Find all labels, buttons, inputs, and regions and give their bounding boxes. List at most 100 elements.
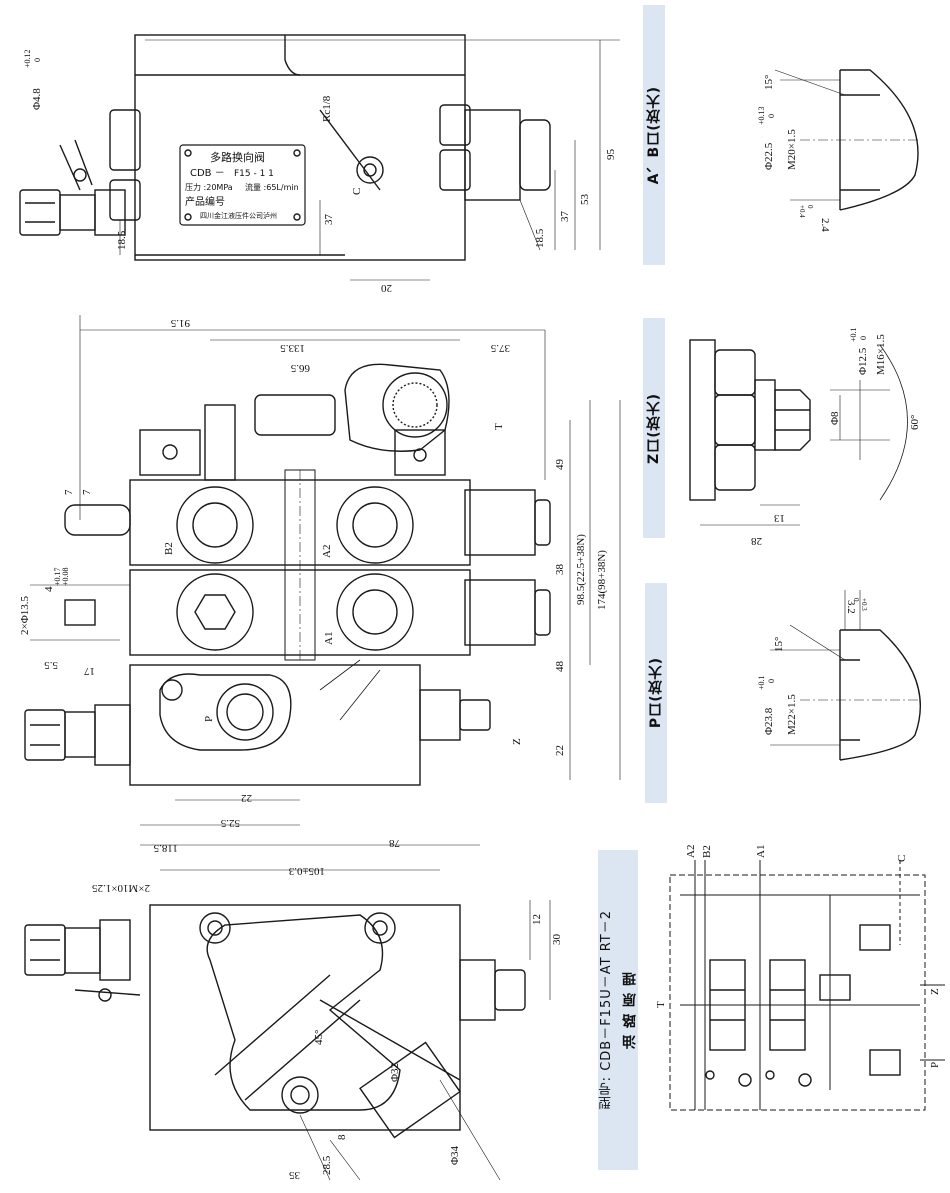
outlet-t-boss <box>344 363 450 452</box>
label-p-port: P口(放大) <box>648 657 664 729</box>
pilot-valve <box>859 924 891 951</box>
nameplate-maker: 四川金江液压件公司泸州 <box>200 211 277 220</box>
fitting-left-top <box>19 189 61 236</box>
label-c-port: C <box>351 188 363 195</box>
dim-1185: 118.5 <box>153 842 178 854</box>
label-rc18: Rc1/8 <box>321 95 333 122</box>
hyd-port-z: Z <box>929 988 941 995</box>
dim-phi32: Φ32 <box>389 1063 401 1082</box>
dim-35: 35 <box>289 1169 301 1181</box>
dim-185a: 18.5 <box>534 228 546 248</box>
dim-7a: 7 <box>63 489 75 495</box>
label-ab-port: A、B口(放大) <box>646 85 662 185</box>
z-thread: M16×1.5 <box>875 334 887 375</box>
dim-95: 95 <box>605 149 617 161</box>
ab-thread: M20×1.5 <box>786 129 798 170</box>
band-p-port: P口(放大) <box>645 583 667 803</box>
relief-valve <box>819 974 851 1001</box>
p-dia-tol-upper: +0.1 <box>757 675 766 690</box>
dim-17: 17 <box>84 665 96 677</box>
label-z-port: Z口(放大) <box>646 392 662 464</box>
dim-37b: 37 <box>323 214 335 226</box>
z-angle: 60° <box>909 415 921 430</box>
dim-375: 37.5 <box>490 342 510 354</box>
detail-z-drawing <box>689 339 908 526</box>
hyd-port-b2: B2 <box>701 845 713 858</box>
dim-665: 66.5 <box>290 362 310 374</box>
bottom-body-outline <box>149 904 461 1131</box>
dim-22v: 22 <box>554 745 566 756</box>
hydraulic-title: 油 路 原 理 <box>621 971 638 1049</box>
nameplate-title: 多路换向阀 <box>210 150 265 164</box>
hyd-port-p: P <box>929 1062 941 1068</box>
dim-185b: 18.5 <box>116 230 128 250</box>
z-dia-tol-upper: +0.1 <box>849 327 858 342</box>
top-view <box>19 34 620 281</box>
detail-p-drawing <box>770 590 922 761</box>
port-label-b2: B2 <box>163 542 175 555</box>
dim-20: 20 <box>381 282 393 294</box>
dim-phi48-tol-lower: 0 <box>33 58 42 62</box>
nameplate-serial-label: 产品编号 <box>185 195 225 208</box>
top-body-outline <box>134 34 466 261</box>
port-c-circle <box>356 156 384 184</box>
hyd-port-c: C <box>896 855 908 862</box>
port-b2-ring <box>176 486 254 564</box>
dim-30: 30 <box>551 934 563 946</box>
nameplate <box>179 144 306 226</box>
port-bolt-ring <box>176 573 254 651</box>
band-ab-port: A、B口(放大) <box>643 5 665 265</box>
z-nut <box>689 339 716 501</box>
dim-4tol: 4 <box>43 586 55 592</box>
port-label-z: Z <box>511 738 523 745</box>
dim-2phi135: 2×Φ13.5 <box>19 596 31 635</box>
hydraulic-schematic <box>669 860 945 1111</box>
hyd-port-a1: A1 <box>755 845 767 858</box>
p-depth-tol-lower: 0 <box>852 598 860 602</box>
band-hydraulic: 型号: CDB－F15U－AT RT－2 油 路 原 理 <box>598 850 638 1170</box>
dim-45deg: 45° <box>313 1030 325 1045</box>
fitting-left-bottom <box>24 924 66 976</box>
dim-37a: 37 <box>559 211 571 223</box>
hydraulic-model-line: 型号: CDB－F15U－AT RT－2 <box>598 910 614 1110</box>
z-d13: 13 <box>774 512 786 524</box>
middle-view <box>24 315 621 846</box>
z-d28: 28 <box>751 535 763 547</box>
bottom-view <box>24 869 551 1181</box>
dim-22h: 22 <box>241 792 252 804</box>
port-label-a1: A1 <box>323 632 335 645</box>
p-dia-tol-lower: 0 <box>767 679 776 683</box>
p-angle: 15° <box>773 637 785 652</box>
p-dia: Φ23.8 <box>763 707 775 735</box>
dim-985: 98.5(22.5+38N) <box>575 534 587 605</box>
inlet-body <box>129 664 421 786</box>
bottom-bolt <box>281 1076 319 1114</box>
dim-174: 174(98+38N) <box>596 550 608 610</box>
z-bore: Φ8 <box>829 411 841 425</box>
ab-dia: Φ22.5 <box>763 142 775 170</box>
dim-78: 78 <box>389 837 401 849</box>
port-a1-ring <box>336 573 414 651</box>
dim-53: 53 <box>579 194 591 206</box>
dim-55: 5.5 <box>44 659 58 671</box>
p-thread: M22×1.5 <box>786 694 798 735</box>
port-a2-ring <box>336 486 414 564</box>
dim-7b: 7 <box>81 489 93 495</box>
dim-4tol-upper: +0.17 <box>53 567 62 586</box>
p-depth: 3.2 <box>845 600 857 614</box>
dim-285: 28.5 <box>321 1155 333 1175</box>
dim-38: 38 <box>554 564 566 576</box>
dim-915: 91.5 <box>170 317 190 329</box>
band-z-port: Z口(放大) <box>643 318 665 538</box>
dim-phi48: Φ4.8 <box>31 88 43 110</box>
dim-49: 49 <box>554 459 566 471</box>
dim-8: 8 <box>336 1134 348 1140</box>
detail-ab-drawing <box>774 69 920 211</box>
nameplate-model-value: F15 - 1 1 <box>234 169 274 179</box>
ab-angle: 15° <box>763 75 775 90</box>
z-dia-tol-lower: 0 <box>859 336 868 340</box>
dim-525: 52.5 <box>220 817 240 829</box>
port-label-a2: A2 <box>321 545 333 558</box>
